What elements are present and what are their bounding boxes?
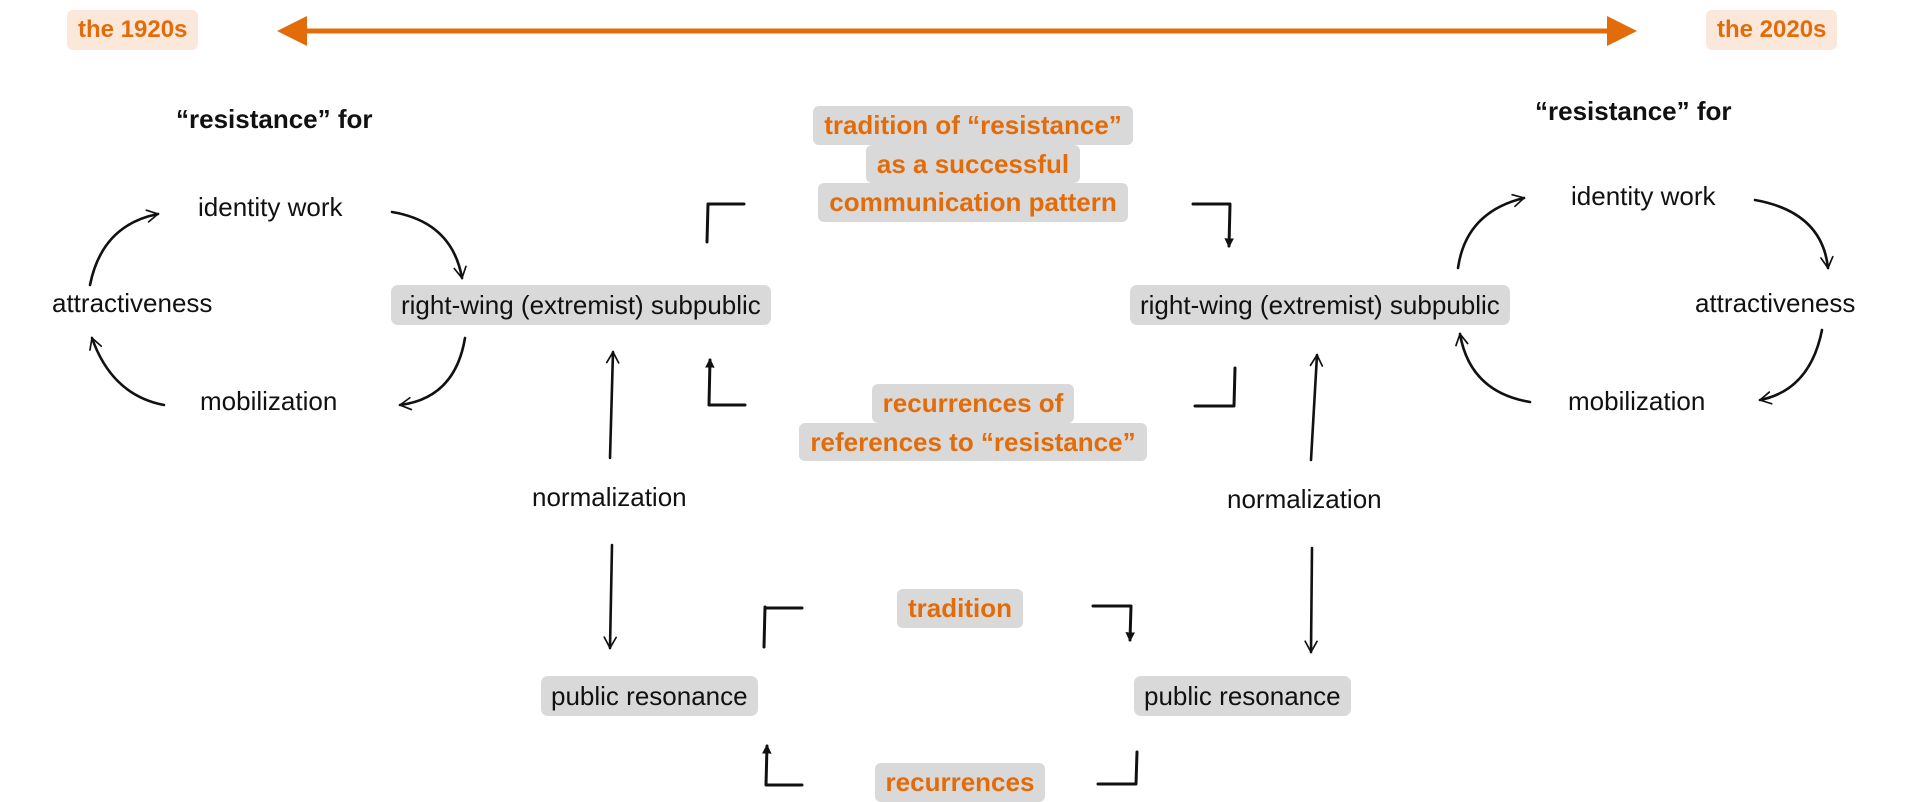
right-cycle-arrow-subpublic-to-identity-icon (1456, 193, 1526, 270)
left-cycle-arrow-subpublic-to-mobilization-icon (398, 336, 467, 411)
left-normalization-down-arrow-icon (603, 543, 617, 650)
right-normalization-down-arrow-icon (1304, 546, 1318, 654)
recurrences-label: recurrences (874, 763, 1046, 802)
right-normalization: normalization (1227, 484, 1382, 514)
left-normalization-up-arrow-icon (605, 350, 620, 460)
right-resistance-heading: “resistance” for (1535, 96, 1732, 126)
right-normalization-up-arrow-icon (1309, 353, 1324, 462)
elbow-tradition-pattern-left-icon (705, 202, 746, 244)
left-normalization: normalization (532, 482, 687, 512)
elbow-tradition-right-icon (1091, 604, 1136, 642)
elbow-recurrences-left-icon (762, 744, 804, 787)
tradition-pattern-box: tradition of “resistance” as a successfu… (773, 106, 1173, 222)
timeline-start-label: the 1920s (67, 10, 199, 50)
left-public-resonance-box: public resonance (541, 676, 758, 716)
right-cycle-identity-work: identity work (1571, 181, 1716, 211)
tradition-pattern-line-1: tradition of “resistance” (813, 106, 1133, 145)
left-cycle-arrow-attractiveness-to-identity-icon (88, 209, 160, 287)
recurrences-references-line-1: recurrences of (871, 384, 1075, 423)
tradition-label: tradition (897, 589, 1023, 628)
left-resistance-heading: “resistance” for (176, 104, 373, 134)
tradition-box: tradition (860, 589, 1060, 628)
elbow-tradition-pattern-right-icon (1191, 202, 1234, 248)
right-public-resonance-box: public resonance (1134, 676, 1351, 716)
left-cycle-arrow-identity-to-subpublic-icon (390, 210, 467, 280)
right-cycle-arrow-attractiveness-to-mobilization-icon (1758, 328, 1824, 405)
left-cycle-identity-work: identity work (198, 192, 343, 222)
recurrences-box: recurrences (860, 763, 1060, 802)
recurrences-references-line-2: references to “resistance” (799, 422, 1147, 462)
tradition-pattern-line-2: as a successful (865, 144, 1081, 184)
elbow-tradition-left-icon (762, 605, 804, 649)
timeline-end-label: the 2020s (1706, 10, 1838, 50)
right-subpublic-box: right-wing (extremist) subpublic (1130, 285, 1510, 325)
tradition-pattern-line-3: communication pattern (818, 183, 1128, 222)
elbow-recurrences-refs-right-icon (1193, 366, 1237, 408)
left-cycle-arrow-mobilization-to-attractiveness-icon (89, 336, 166, 407)
left-cycle-mobilization: mobilization (200, 386, 338, 416)
left-cycle-attractiveness: attractiveness (52, 288, 213, 318)
right-cycle-mobilization: mobilization (1568, 386, 1706, 416)
recurrences-references-box: recurrences of references to “resistance… (773, 384, 1173, 462)
left-subpublic-box: right-wing (extremist) subpublic (391, 285, 771, 325)
right-cycle-arrow-mobilization-to-subpublic-icon (1455, 332, 1532, 404)
right-cycle-attractiveness: attractiveness (1695, 288, 1856, 318)
right-cycle-arrow-identity-to-attractiveness-icon (1753, 198, 1834, 270)
elbow-recurrences-refs-left-icon (705, 358, 747, 407)
elbow-recurrences-right-icon (1096, 750, 1139, 786)
